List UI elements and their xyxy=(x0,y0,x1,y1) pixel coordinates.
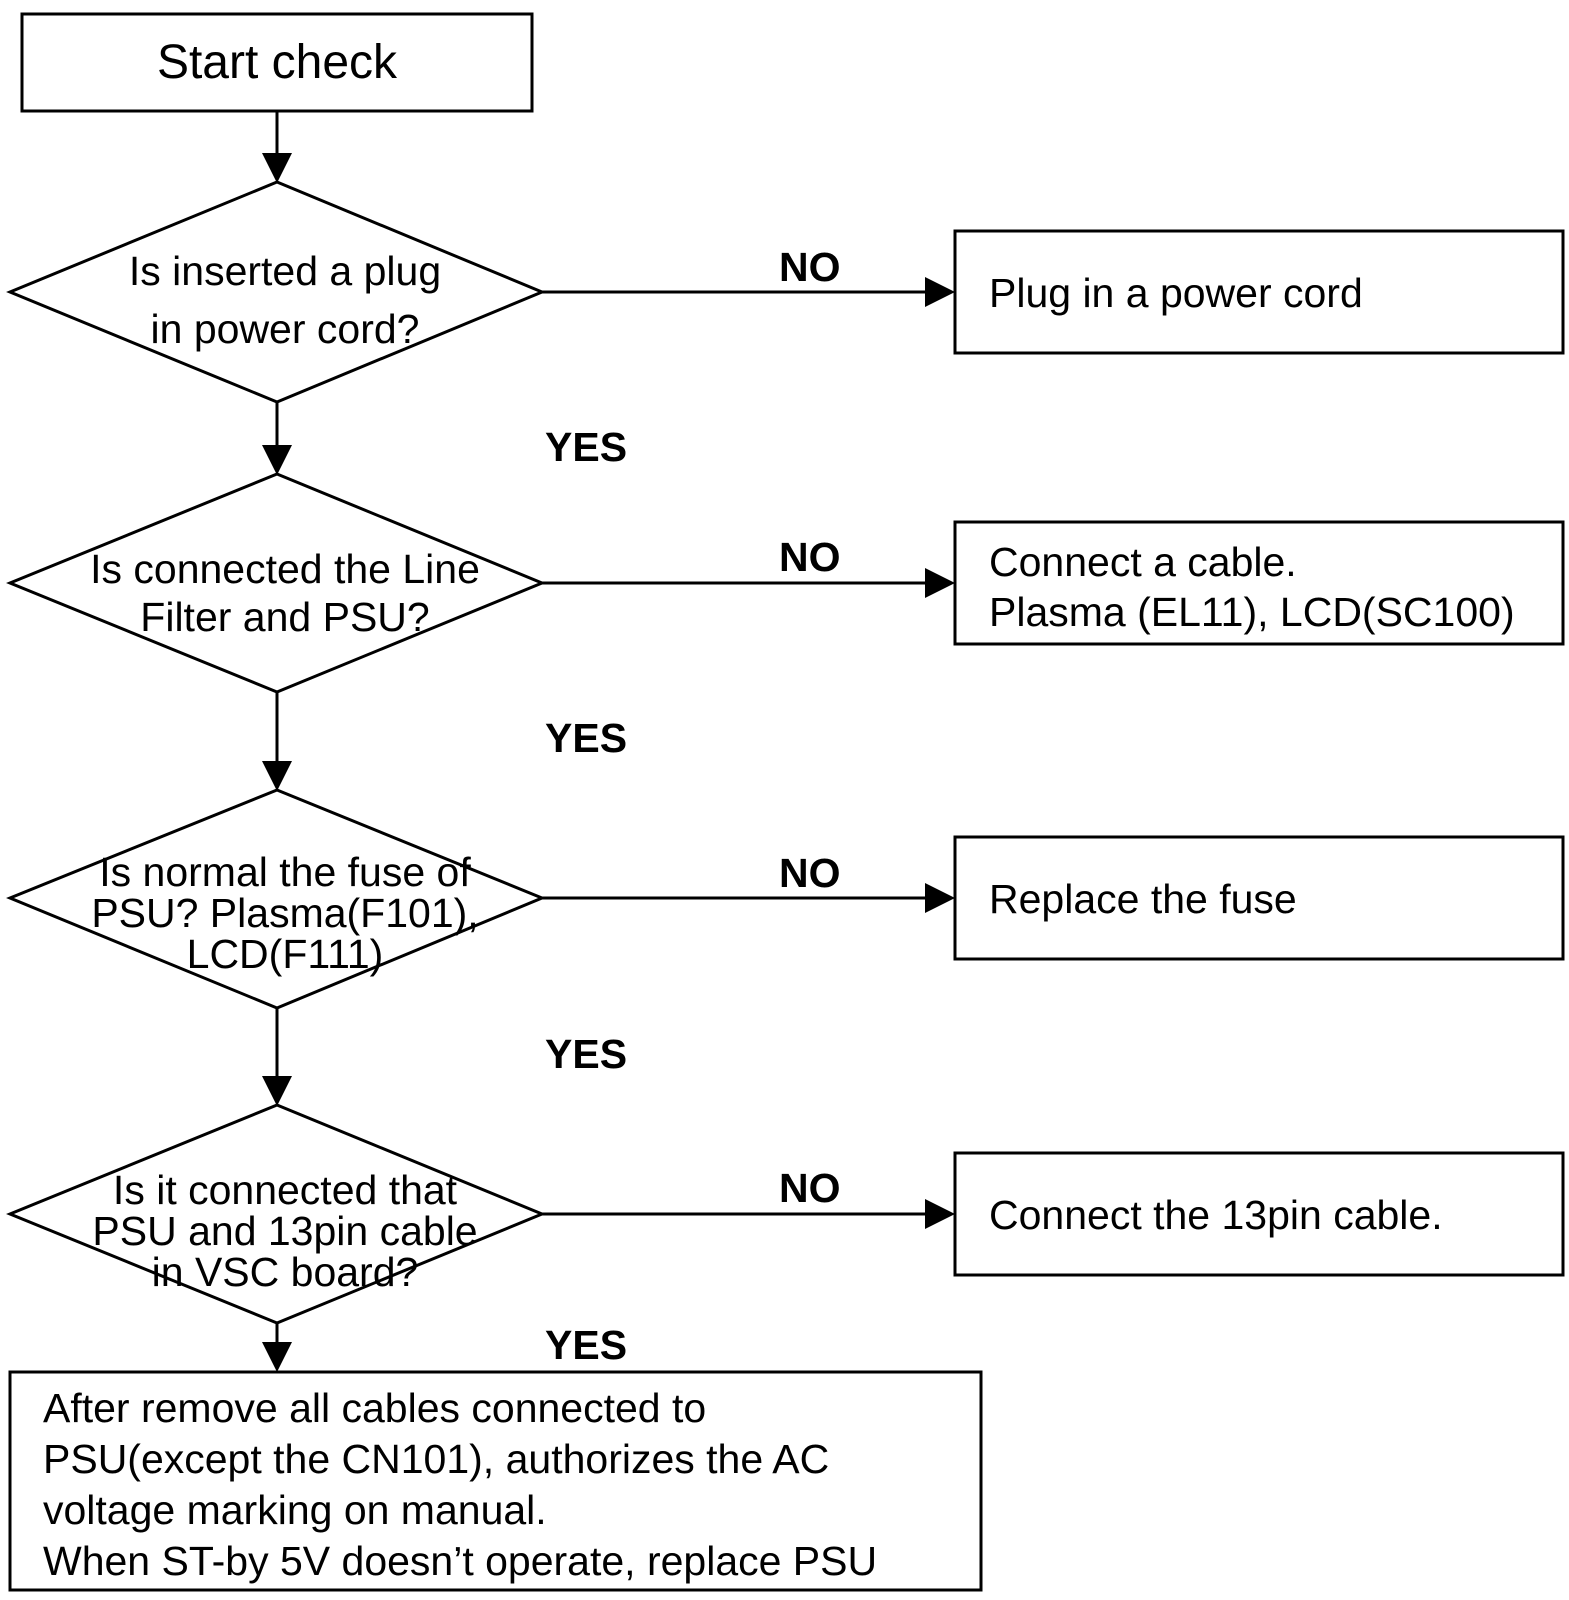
decision-3-line-3: LCD(F111) xyxy=(186,931,384,977)
no-label-3: NO xyxy=(779,850,841,896)
final-line-1: After remove all cables connected to xyxy=(43,1385,707,1431)
final-line-4: When ST-by 5V doesn’t operate, replace P… xyxy=(43,1538,878,1584)
no-label-4: NO xyxy=(779,1165,841,1211)
action-box-1 xyxy=(953,229,1565,355)
decision-1-text: Is inserted a plug in power cord? xyxy=(60,242,510,358)
final-text: After remove all cables connected to PSU… xyxy=(43,1383,877,1587)
final-line-2: PSU(except the CN101), authorizes the AC xyxy=(43,1436,830,1482)
action-4-text: Connect the 13pin cable. xyxy=(989,1192,1443,1238)
action-1-text: Plug in a power cord xyxy=(989,270,1363,316)
action-box-2 xyxy=(953,520,1565,646)
action-3-line-1: Replace the fuse xyxy=(989,876,1297,922)
no-label-1: NO xyxy=(779,244,841,290)
decision-2-line-1: Is connected the Line xyxy=(90,546,480,592)
yes-label-4: YES xyxy=(545,1322,628,1368)
decision-diamond-1 xyxy=(6,180,546,404)
decision-4-line-3: in VSC board? xyxy=(151,1249,419,1295)
action-box-3 xyxy=(953,835,1565,961)
decision-diamond-2 xyxy=(6,472,546,694)
decision-3-line-1: Is normal the fuse of xyxy=(99,849,471,895)
start-box xyxy=(20,12,534,113)
action-3-text: Replace the fuse xyxy=(989,876,1297,922)
decision-2-text: Is connected the Line Filter and PSU? xyxy=(60,545,510,641)
decision-3-line-2: PSU? Plasma(F101), xyxy=(91,890,479,936)
yes-label-1: YES xyxy=(545,424,628,470)
no-label-2: NO xyxy=(779,534,841,580)
yes-label-3: YES xyxy=(545,1031,628,1077)
final-box xyxy=(8,1370,983,1592)
action-2-text: Connect a cable. Plasma (EL11), LCD(SC10… xyxy=(989,537,1515,637)
decision-diamond-4 xyxy=(6,1103,546,1325)
decision-2-line-2: Filter and PSU? xyxy=(140,594,430,640)
action-4-line-1: Connect the 13pin cable. xyxy=(989,1192,1443,1238)
decision-4-line-2: PSU and 13pin cable xyxy=(92,1208,478,1254)
action-2-line-1: Connect a cable. xyxy=(989,539,1297,585)
decision-diamond-3 xyxy=(6,788,546,1010)
decision-4-text: Is it connected that PSU and 13pin cable… xyxy=(60,1170,510,1293)
decision-4-line-1: Is it connected that xyxy=(112,1167,458,1213)
action-box-4 xyxy=(953,1151,1565,1277)
yes-label-2: YES xyxy=(545,715,628,761)
start-label: Start check xyxy=(156,36,398,89)
decision-1-line-1: Is inserted a plug xyxy=(128,248,442,294)
decision-3-text: Is normal the fuse of PSU? Plasma(F101),… xyxy=(60,852,510,975)
decision-1-line-2: in power cord? xyxy=(150,306,420,352)
action-1-line-1: Plug in a power cord xyxy=(989,270,1363,316)
final-line-3: voltage marking on manual. xyxy=(43,1487,547,1533)
action-2-line-2: Plasma (EL11), LCD(SC100) xyxy=(989,589,1515,635)
